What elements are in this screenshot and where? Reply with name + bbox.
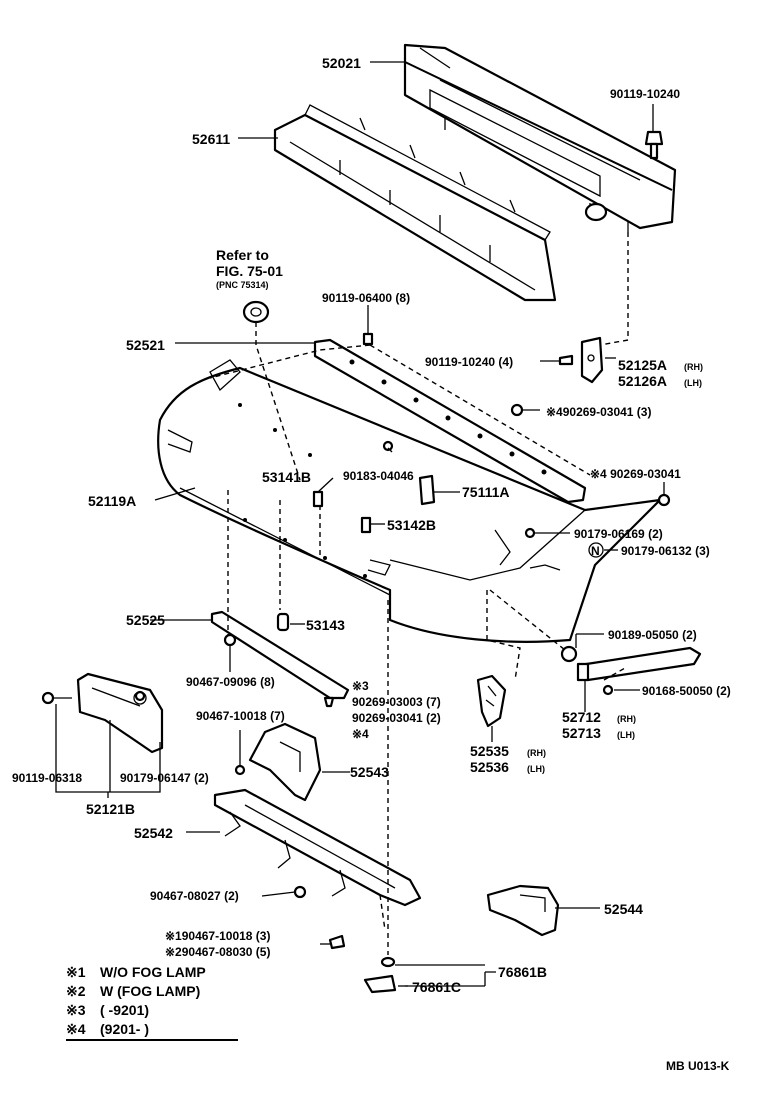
label-52125a: 52125A: [618, 357, 667, 373]
label-90269-03041: ※4 90269-03041: [590, 467, 681, 481]
label-52542: 52542: [134, 825, 173, 841]
label-90467-10018-7: 90467-10018 (7): [196, 709, 285, 723]
nut-90269-03041: [510, 403, 524, 417]
bolt-90119-06400: [362, 332, 374, 346]
label-mark3: ※3: [352, 679, 369, 693]
label-90269-03041-2: 90269-03041 (2): [352, 711, 441, 725]
catalog-code: MB U013-K: [666, 1059, 730, 1073]
legend-mark-2: ※2: [66, 983, 86, 999]
part-52712-stay: [576, 646, 702, 696]
label-52535: 52535: [470, 743, 509, 759]
label-90119-10240: 90119-10240: [610, 87, 680, 101]
bracket-52125a: [558, 336, 604, 384]
label-52536-side: (LH): [527, 764, 545, 774]
n-mark: N: [591, 544, 600, 558]
label-90467-08030: ※290467-08030 (5): [165, 945, 270, 959]
legend-mark-1: ※1: [66, 964, 86, 980]
label-52535-side: (RH): [527, 748, 546, 758]
label-fig: FIG. 75-01: [216, 263, 283, 279]
legend-mark-3: ※3: [66, 1002, 86, 1018]
part-52611-absorber: [273, 104, 557, 302]
part-52525-strip: [210, 610, 350, 700]
label-refer-to: Refer to: [216, 247, 269, 263]
nut-90179-06169: [524, 527, 536, 539]
label-pnc: (PNC 75314): [216, 280, 269, 290]
label-53143: 53143: [306, 617, 345, 633]
label-52713: 52713: [562, 725, 601, 741]
label-76861b: 76861B: [498, 964, 547, 980]
label-90179-06147: 90179-06147 (2): [120, 771, 209, 785]
label-52713-side: (LH): [617, 730, 635, 740]
cover-76861c: [363, 974, 397, 994]
label-52121b: 52121B: [86, 801, 135, 817]
screw-90467-08027: [293, 885, 307, 899]
nut-90269-03041-b: [657, 493, 671, 507]
bolt-90119-10240: [644, 130, 664, 160]
clip-53143: [276, 612, 290, 632]
label-90119-10240-4: 90119-10240 (4): [425, 355, 513, 369]
label-52536: 52536: [470, 759, 509, 775]
part-52121b-plate: [41, 672, 164, 754]
legend: ※1 W/O FOG LAMP ※2 W (FOG LAMP) ※3 ( -92…: [66, 964, 238, 1041]
label-90467-08027: 90467-08027 (2): [150, 889, 239, 903]
part-52521-retainer: [313, 338, 587, 504]
clip-53141b: [312, 490, 324, 508]
label-90183-04046: 90183-04046: [343, 469, 414, 483]
label-53142b: 53142B: [387, 517, 436, 533]
label-90467-09096: 90467-09096 (8): [186, 675, 275, 689]
label-53141b: 53141B: [262, 469, 311, 485]
label-90179-06132: 90179-06132 (3): [621, 544, 710, 558]
label-52543: 52543: [350, 764, 389, 780]
legend-text-3: ( -9201): [100, 1002, 149, 1018]
label-52611: 52611: [192, 131, 230, 147]
screw-90269-03003: [323, 696, 335, 708]
leader-lines: [55, 61, 665, 987]
label-52712-side: (RH): [617, 714, 636, 724]
label-90168-50050: 90168-50050 (2): [642, 684, 731, 698]
label-75111a: 75111A: [462, 484, 510, 500]
emblem-75111a: [418, 474, 436, 506]
legend-text-2: W (FOG LAMP): [100, 983, 200, 999]
label-mark4: ※4: [352, 727, 369, 741]
part-52535-bracket: [476, 674, 507, 728]
clip-53142b: [360, 516, 372, 534]
label-52525: 52525: [126, 612, 165, 628]
nut-90183-04046: [382, 440, 394, 452]
label-90467-10018-3: ※190467-10018 (3): [165, 929, 270, 943]
label-52126a-side: (LH): [684, 378, 702, 388]
screw-90467-09096: [223, 633, 237, 647]
clip-90467-10018: [328, 934, 346, 950]
label-90119-06400: 90119-06400 (8): [322, 291, 410, 305]
nut-90189-05050: [560, 645, 578, 663]
grommet-76861b: [380, 956, 396, 968]
label-52119a: 52119A: [88, 493, 136, 509]
label-90189-05050: 90189-05050 (2): [608, 628, 697, 642]
label-52021: 52021: [322, 55, 361, 71]
dashed-guides: [209, 232, 629, 955]
label-90269-03041-3: ※490269-03041 (3): [546, 405, 651, 419]
grommet-refer: [242, 300, 270, 324]
label-90179-06169: 90179-06169 (2): [574, 527, 663, 541]
label-52125a-side: (RH): [684, 362, 703, 372]
part-labels: 52021 90119-10240 52611 Refer to FIG. 75…: [12, 55, 731, 995]
label-52521: 52521: [126, 337, 165, 353]
legend-mark-4: ※4: [66, 1021, 86, 1037]
label-52712: 52712: [562, 709, 601, 725]
part-52542-under-cover: [213, 788, 422, 907]
part-52021-reinforcement: [403, 43, 677, 232]
legend-text-1: W/O FOG LAMP: [100, 964, 206, 980]
label-90269-03003: 90269-03003 (7): [352, 695, 441, 709]
label-52544: 52544: [604, 901, 643, 917]
label-76861c: 76861C: [412, 979, 461, 995]
part-52544-cover: [486, 884, 560, 937]
label-52126a: 52126A: [618, 373, 667, 389]
n-mark-circle: [588, 542, 604, 558]
part-52543-bracket: [234, 722, 322, 802]
label-90119-06318: 90119-06318: [12, 771, 82, 785]
legend-text-4: (9201- ): [100, 1021, 149, 1037]
